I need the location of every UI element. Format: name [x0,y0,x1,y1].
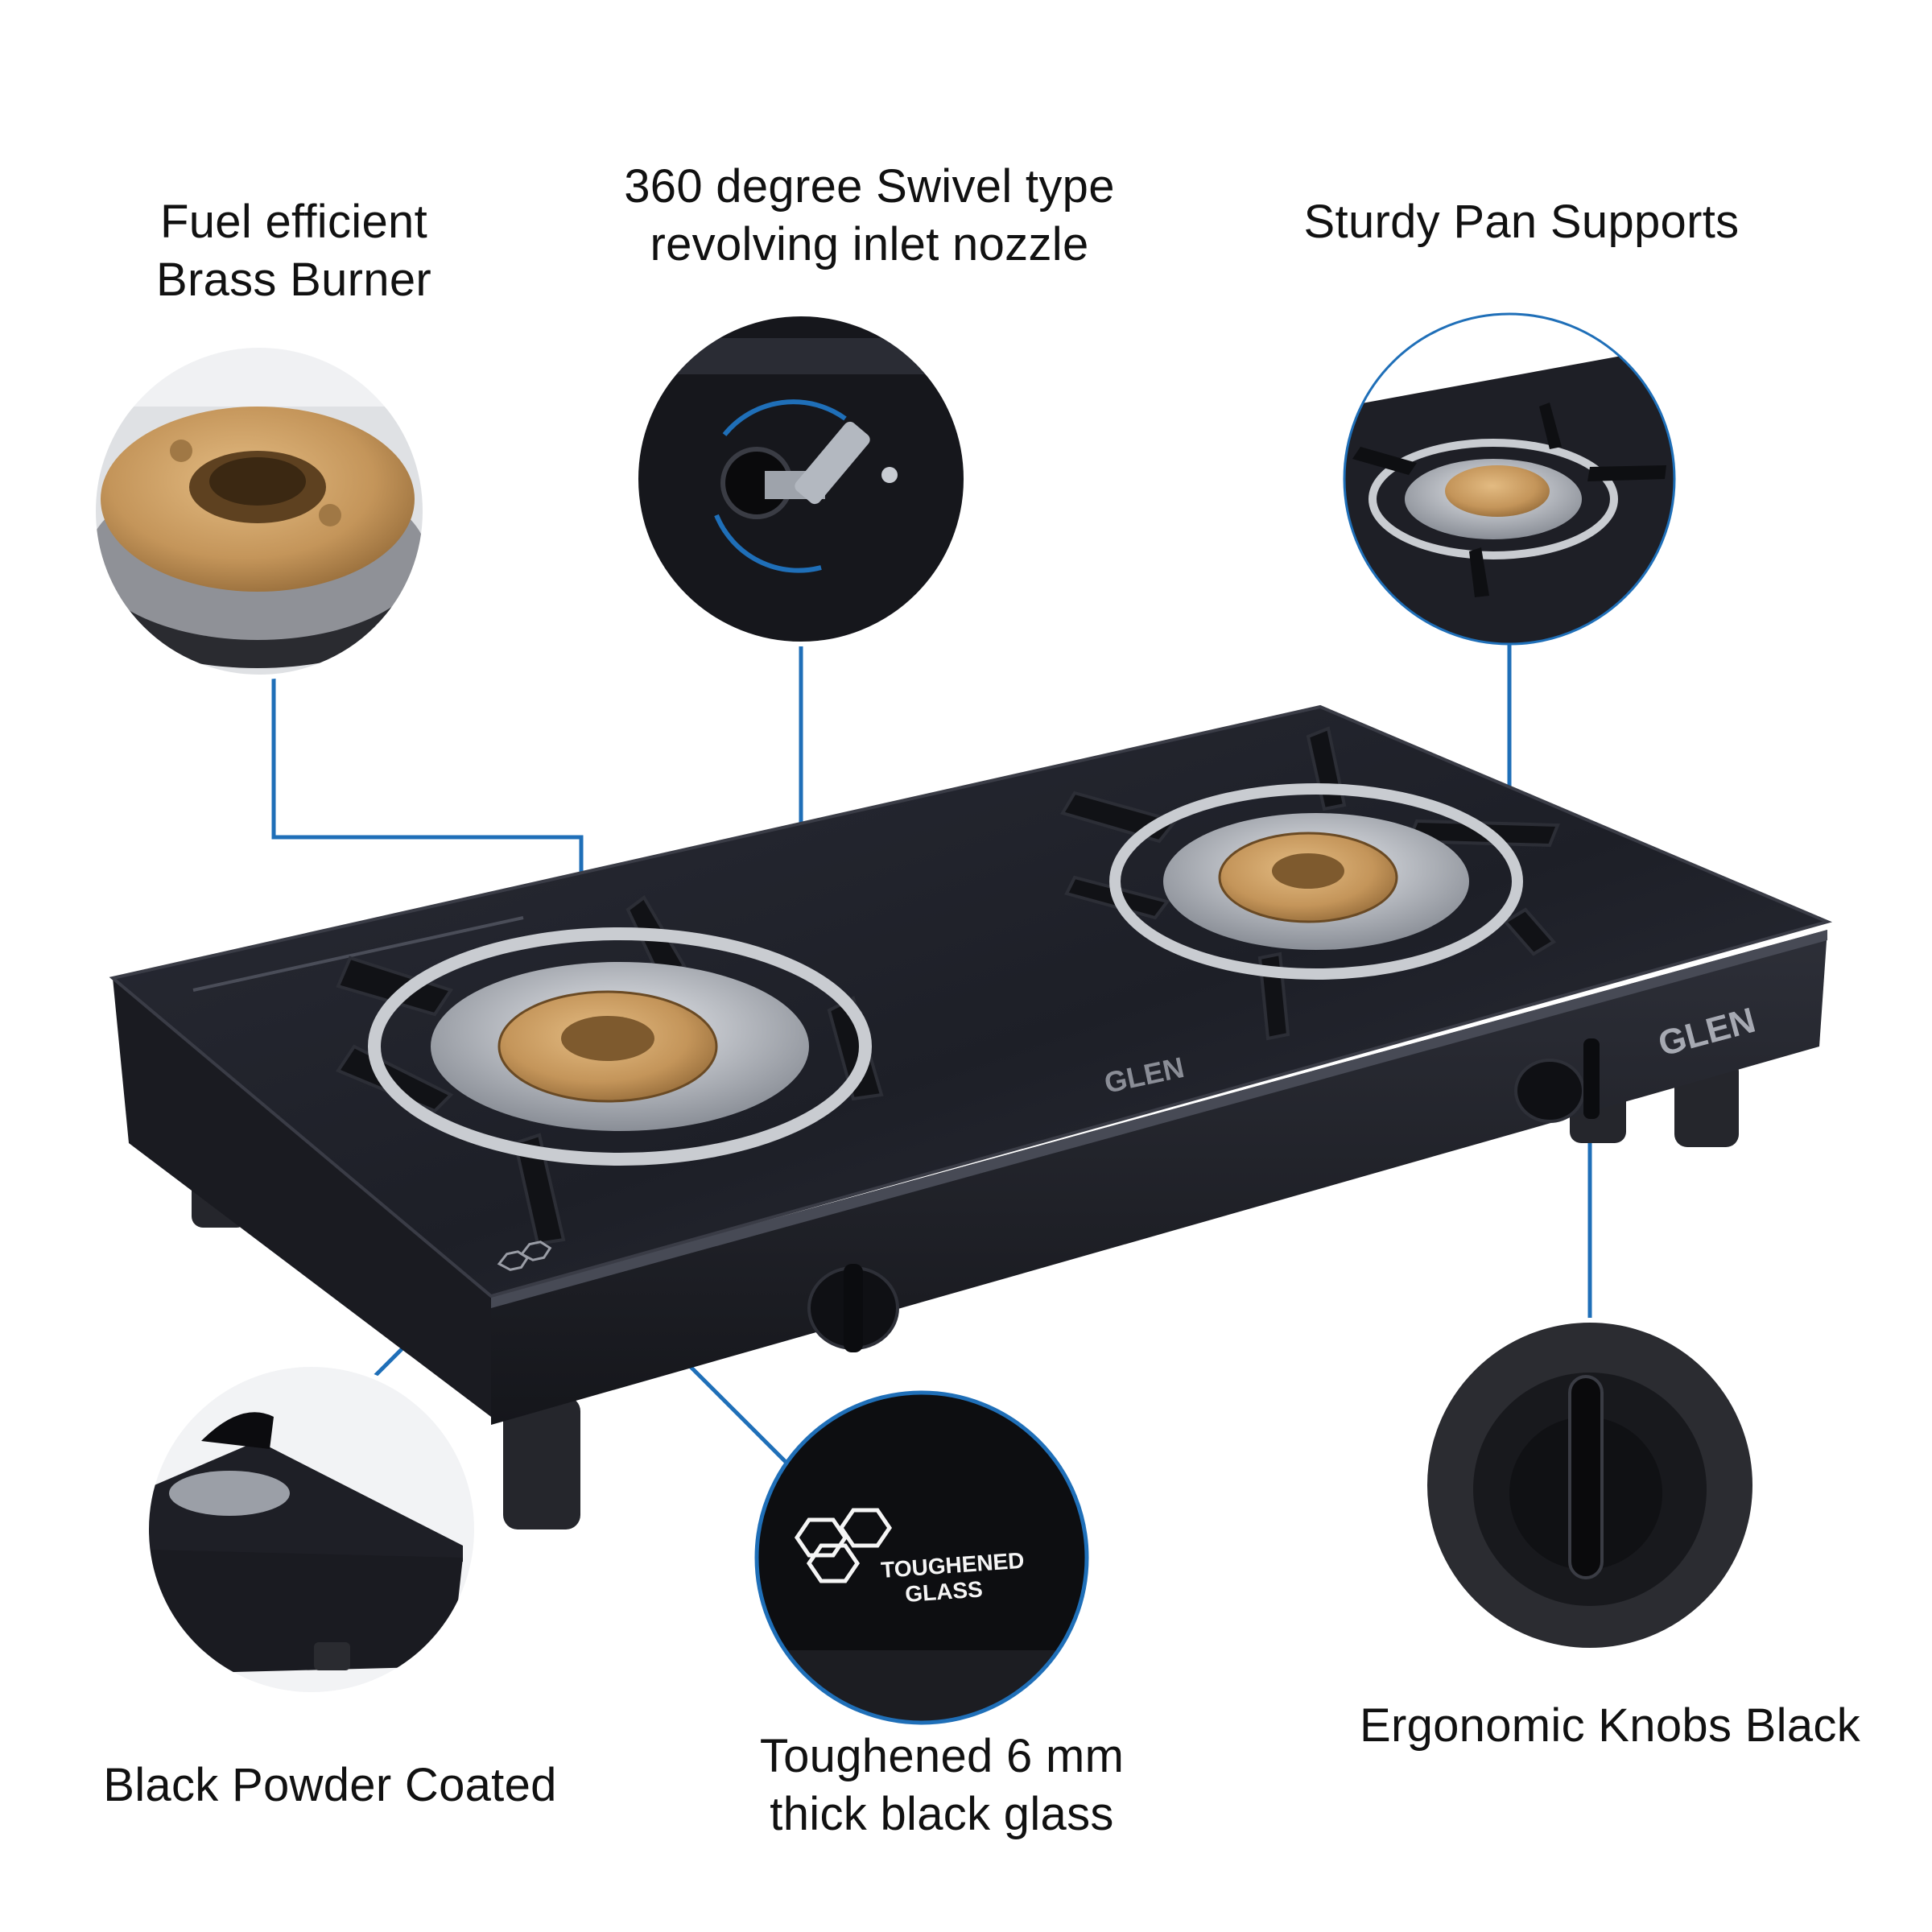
callout-powder-coated [144,1362,479,1697]
swivel-nozzle-label-line1: 360 degree Swivel type [624,160,1115,213]
ergonomic-knobs-label-line1: Ergonomic Knobs Black [1359,1699,1861,1752]
brass-burner-label: Fuel efficient Brass Burner [137,193,451,309]
front-knob-left [807,1264,899,1352]
right-burner [1059,726,1560,1041]
brass-burner-label-line2: Brass Burner [155,254,432,306]
stove-front-highlight [491,930,1827,1308]
left-burner-cap [561,1016,654,1061]
ergonomic-knobs-label: Ergonomic Knobs Black [1320,1697,1900,1755]
stove-side-left [113,978,491,1417]
toughened-glass-label: Toughened 6 mm thick black glass [724,1728,1159,1843]
toughened-glass-label-line1: Toughened 6 mm [759,1730,1125,1782]
callout-swivel-nozzle [634,312,968,646]
callout-ergonomic-knobs [1422,1318,1757,1653]
callout-brass-burner [91,343,427,679]
front-knob-right [1514,1038,1600,1123]
powder-coated-label: Black Powder Coated [72,1757,588,1814]
callout-toughened-glass: TOUGHENED GLASS [754,1390,1089,1725]
powder-coated-label-line1: Black Powder Coated [103,1759,557,1811]
pan-supports-label: Sturdy Pan Supports [1272,193,1771,251]
right-steel-ring [1109,783,1523,980]
left-steel-ring [368,927,872,1166]
toughened-glass-logo [794,1508,893,1583]
brass-burner-label-line1: Fuel efficient [160,196,427,248]
callout-pan-supports [1343,312,1676,646]
glass-fine-print [192,916,524,992]
left-burner [335,895,884,1246]
right-burner-cap [1272,853,1344,889]
leg-front-left [503,1397,580,1530]
glass-badge-icon [497,1241,552,1271]
swivel-nozzle-label: 360 degree Swivel type revolving inlet n… [588,158,1151,274]
swivel-nozzle-label-line2: revolving inlet nozzle [650,218,1089,270]
pan-supports-label-line1: Sturdy Pan Supports [1303,196,1740,248]
toughened-glass-badge-line2: GLASS [904,1576,983,1607]
toughened-glass-label-line2: thick black glass [770,1788,1114,1840]
gas-stove: GLEN GLEN [109,704,1833,1530]
